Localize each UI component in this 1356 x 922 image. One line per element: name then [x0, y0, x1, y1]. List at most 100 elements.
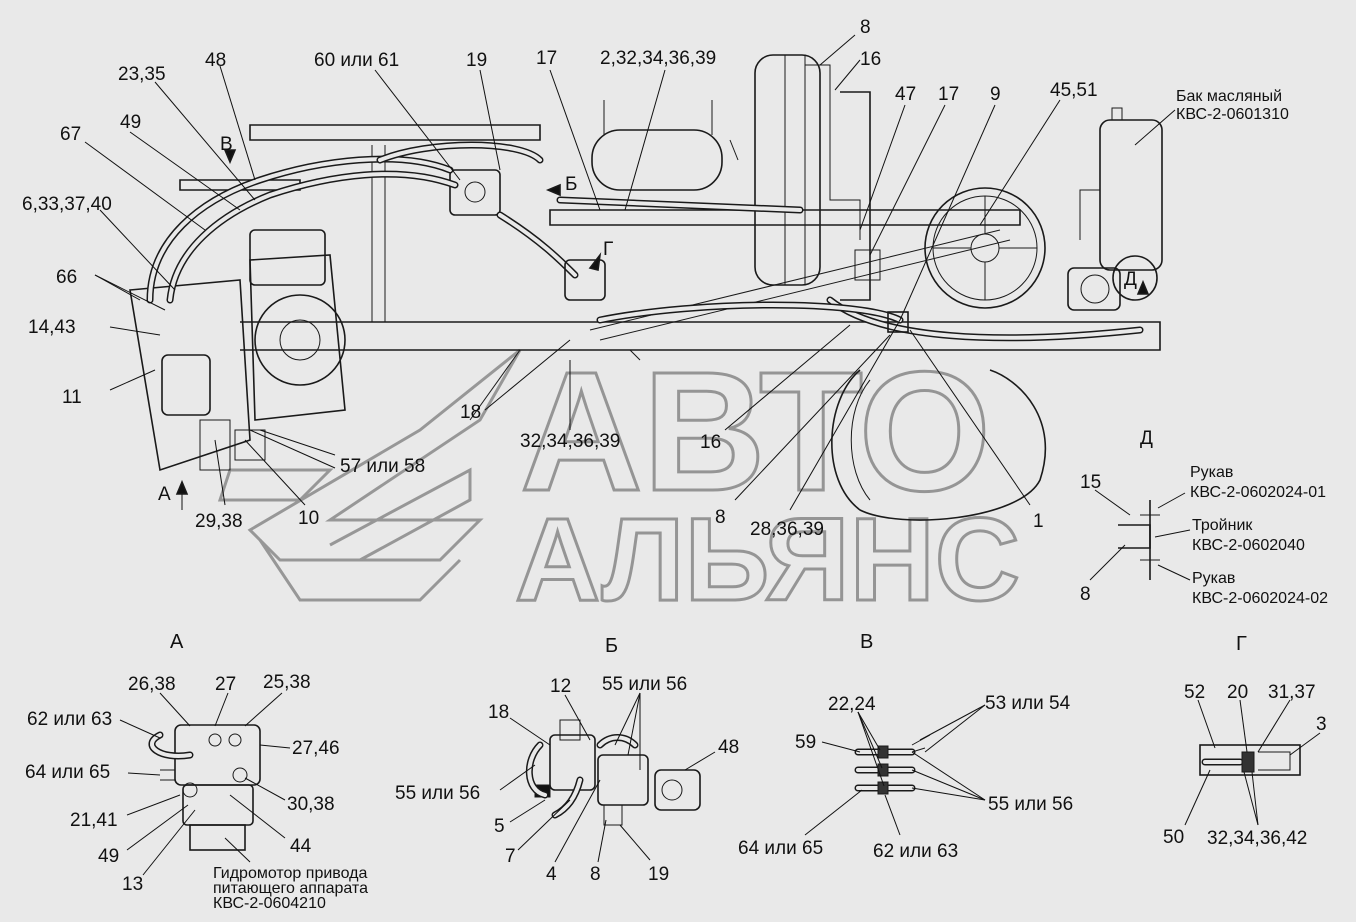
- label-17b: 17: [938, 84, 959, 105]
- label-1: 1: [1033, 511, 1044, 532]
- view-Be: Б: [395, 635, 739, 885]
- view-G-label-50: 50: [1163, 827, 1184, 848]
- view-V-label-53-or-54: 53 или 54: [985, 693, 1071, 714]
- frame-beam-upper: [249, 124, 541, 141]
- view-V-label-64-or-65: 64 или 65: [738, 838, 823, 859]
- label-60-or-61: 60 или 61: [314, 50, 399, 71]
- view-G-label-52: 52: [1184, 682, 1205, 703]
- view-A-label-49: 49: [98, 846, 119, 867]
- view-G: Г 52 20 31,37 3 50 32,34,36,42: [1163, 633, 1327, 849]
- tee-detail: [1118, 500, 1160, 580]
- hydraulic-motor-left: [129, 229, 346, 472]
- view-V-label-62-or-63: 62 или 63: [873, 841, 958, 862]
- view-A: А 26,38 27 25,: [25, 631, 368, 912]
- view-Be-label-48: 48: [718, 737, 739, 758]
- frame-diagonal: [469, 349, 641, 421]
- view-Be-label-4: 4: [546, 864, 557, 885]
- label-6-33: 6,33,37,40: [22, 194, 112, 215]
- view-A-leaders: [119, 692, 291, 876]
- callout-hose1-line1: Рукав: [1190, 464, 1233, 481]
- label-29-38: 29,38: [195, 511, 243, 532]
- view-G-drawing: [1199, 744, 1301, 776]
- view-A-title: А: [170, 631, 184, 653]
- label-view-A-main: А: [158, 484, 171, 505]
- view-G-label-31-37: 31,37: [1268, 682, 1316, 703]
- label-32-34-mid: 32,34,36,39: [520, 431, 620, 452]
- leader-lines: [84, 34, 1191, 581]
- fitting-valve-right: [854, 249, 881, 281]
- label-11: 11: [62, 387, 82, 408]
- view-Be-leaders: [499, 692, 716, 863]
- callout-hose2-line2: КВС-2-0602024-02: [1192, 590, 1328, 607]
- view-V-label-22-24: 22,24: [828, 694, 876, 715]
- view-A-label-44: 44: [290, 836, 312, 857]
- label-8-top: 8: [860, 17, 871, 38]
- main-assembly: 23,35 48 60 или 61 19 17 2,32,34,36,39 8…: [22, 17, 1328, 607]
- view-Be-drawing: [525, 719, 701, 826]
- view-G-label-3: 3: [1316, 714, 1327, 735]
- view-Be-label-8: 8: [590, 864, 601, 885]
- watermark-logo: [217, 348, 522, 602]
- distributor-valve: [449, 169, 501, 216]
- label-8-mid: 8: [715, 507, 726, 528]
- view-Be-label-55-or-56-top: 55 или 56: [602, 674, 687, 695]
- label-16-top: 16: [860, 49, 881, 70]
- view-G-leaders: [1184, 699, 1321, 826]
- view-V-leaders: [804, 704, 986, 836]
- view-Be-label-5: 5: [494, 816, 505, 837]
- view-A-label-13: 13: [122, 874, 143, 895]
- view-V-label-59: 59: [795, 732, 816, 753]
- view-V: В 22,24 53 или 54 59: [738, 631, 1073, 862]
- label-16-mid: 16: [700, 432, 721, 453]
- view-A-label-30-38: 30,38: [287, 794, 335, 815]
- view-A-label-64-or-65: 64 или 65: [25, 762, 110, 783]
- view-A-label-27: 27: [215, 674, 236, 695]
- callout-hose1-line2: КВС-2-0602024-01: [1190, 484, 1326, 501]
- view-Be-label-55-or-56-left: 55 или 56: [395, 783, 480, 804]
- label-8-right: 8: [1080, 584, 1091, 605]
- watermark: АВТО АЛЬЯНС: [217, 336, 1022, 628]
- label-14-43: 14,43: [28, 317, 76, 338]
- belt-pulley: [924, 187, 1046, 309]
- view-G-label-20: 20: [1227, 682, 1248, 703]
- label-9: 9: [990, 84, 1001, 105]
- label-49: 49: [120, 112, 141, 133]
- air-receiver: [591, 100, 739, 191]
- radiator: [754, 54, 871, 301]
- view-G-label-32-34-36-42: 32,34,36,42: [1207, 828, 1307, 849]
- label-view-G-main: Г: [603, 239, 613, 260]
- view-A-drawing: [148, 724, 261, 851]
- label-19: 19: [466, 50, 487, 71]
- wheel: [831, 369, 1047, 521]
- view-A-caption-line1: Гидромотор привода: [213, 865, 367, 882]
- watermark-line2: АЛЬЯНС: [515, 494, 1020, 626]
- view-Be-label-19: 19: [648, 864, 669, 885]
- label-view-D-detail: Д: [1140, 428, 1153, 449]
- fitting-tee-mid: [887, 311, 909, 333]
- view-A-label-21-41: 21,41: [70, 810, 118, 831]
- callout-tee-line2: КВС-2-0602040: [1192, 537, 1305, 554]
- label-23-35: 23,35: [118, 64, 166, 85]
- label-66: 66: [56, 267, 77, 288]
- callout-hose2-line1: Рукав: [1192, 570, 1235, 587]
- pump-right: [1067, 267, 1121, 311]
- view-A-label-25-38: 25,38: [263, 672, 311, 693]
- callout-tank-line2: КВС-2-0601310: [1176, 106, 1289, 123]
- label-10: 10: [298, 508, 319, 529]
- view-A-label-26-38: 26,38: [128, 674, 176, 695]
- view-V-title: В: [860, 631, 873, 653]
- view-A-label-27-46: 27,46: [292, 738, 340, 759]
- frame-beam-mid: [549, 209, 1021, 226]
- hoses: [146, 141, 1144, 342]
- watermark-line1: АВТО: [520, 337, 991, 527]
- view-A-caption-line3: КВС-2-0604210: [213, 895, 326, 912]
- label-48: 48: [205, 50, 226, 71]
- label-17a: 17: [536, 48, 557, 69]
- label-2-32: 2,32,34,36,39: [600, 48, 716, 69]
- fitting-filter: [564, 259, 606, 301]
- view-Be-label-18: 18: [488, 702, 509, 723]
- label-45-51: 45,51: [1050, 80, 1098, 101]
- callout-tee-line1: Тройник: [1192, 517, 1253, 534]
- label-15: 15: [1080, 472, 1101, 493]
